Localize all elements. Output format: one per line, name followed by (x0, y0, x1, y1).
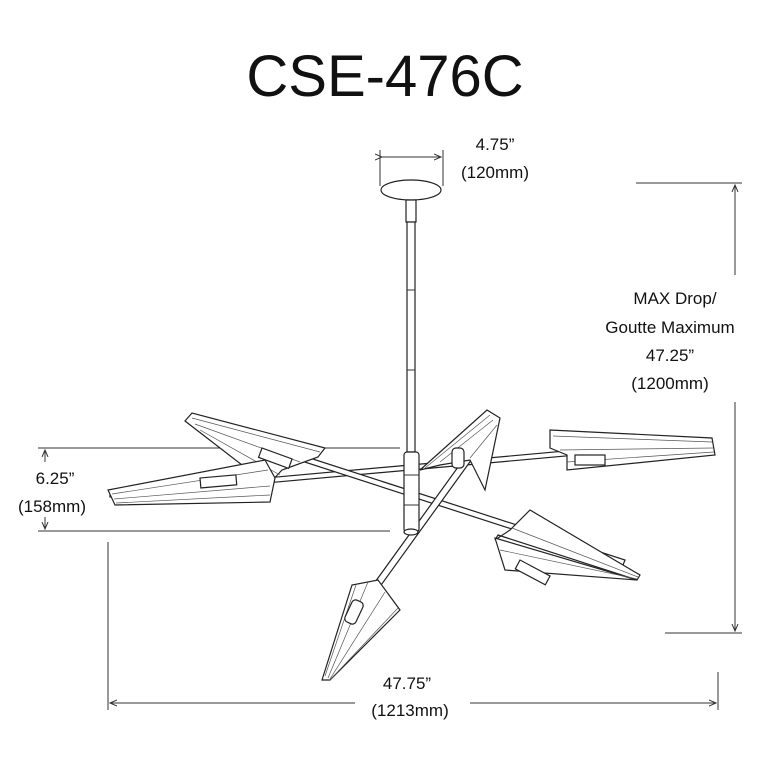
shade-right (549, 429, 716, 471)
svg-text:4.75”: 4.75” (476, 135, 515, 154)
width-dimension: 47.75” (1213mm) (107, 542, 719, 720)
svg-text:MAX Drop/: MAX Drop/ (633, 289, 716, 308)
chandelier-fixture (107, 179, 716, 681)
svg-text:47.25”: 47.25” (646, 346, 695, 365)
svg-text:(158mm): (158mm) (18, 497, 86, 516)
shade-bottom (321, 579, 401, 681)
shade-center-back (419, 409, 501, 492)
shade-lower-right (494, 509, 641, 586)
model-title: CSE-476C (246, 44, 523, 109)
shade-height-dimension: 6.25” (158mm) (18, 447, 400, 532)
max-drop-dimension: MAX Drop/ Goutte Maximum 47.25” (1200mm) (605, 182, 742, 634)
svg-text:(1213mm): (1213mm) (371, 701, 448, 720)
svg-text:(120mm): (120mm) (461, 163, 529, 182)
svg-text:(1200mm): (1200mm) (631, 374, 708, 393)
svg-text:6.25”: 6.25” (36, 469, 75, 488)
canopy-dimension: 4.75” (120mm) (380, 135, 529, 186)
svg-text:47.75”: 47.75” (383, 674, 432, 693)
svg-text:Goutte Maximum: Goutte Maximum (605, 318, 734, 337)
shade-left (107, 459, 276, 506)
